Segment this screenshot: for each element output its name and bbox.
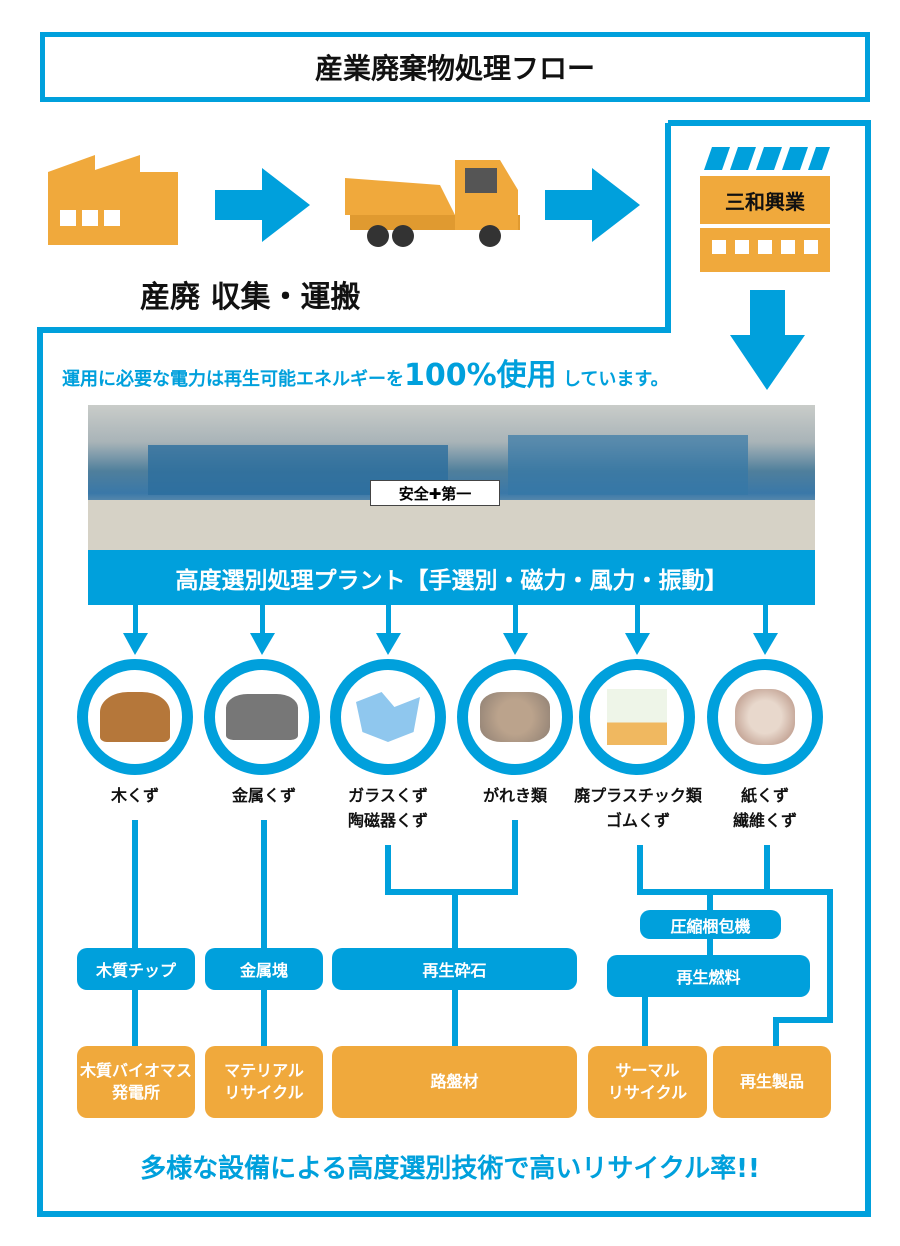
energy-prefix: 運用に必要な電力は再生可能エネルギーを bbox=[62, 369, 404, 390]
company-name: 三和興業 bbox=[725, 189, 805, 214]
material-label: 木くず bbox=[110, 786, 159, 805]
roadbed-material-box: 路盤材 bbox=[332, 1046, 577, 1118]
plant-photo bbox=[88, 405, 815, 552]
safety-sign: 安全✚第一 bbox=[370, 480, 500, 506]
material-label: ガラスくず陶磁器くず bbox=[347, 786, 428, 830]
glass-shards-icon bbox=[330, 659, 446, 775]
renewable-energy-note: 運用に必要な電力は再生可能エネルギーを100%使用 しています。 bbox=[62, 350, 669, 394]
metal-scrap-icon bbox=[204, 659, 320, 775]
factory-icon bbox=[48, 155, 178, 245]
metal-lump-box: 金属塊 bbox=[205, 948, 323, 990]
outer-frame bbox=[37, 120, 871, 1217]
paper-waste-icon bbox=[707, 659, 823, 775]
plant-output-arrows bbox=[123, 605, 778, 655]
arrow-down-icon bbox=[503, 605, 528, 655]
wood-chips-icon bbox=[77, 659, 193, 775]
material-recycle-box: マテリアル リサイクル bbox=[205, 1046, 323, 1118]
baler-box: 圧縮梱包機 bbox=[640, 910, 781, 939]
arrow-down-icon bbox=[730, 290, 805, 390]
collection-transport-label: 産廃 収集・運搬 bbox=[140, 280, 361, 315]
truck-icon bbox=[345, 160, 520, 247]
page-title: 産業廃棄物処理フロー bbox=[40, 32, 870, 102]
recycled-crushed-stone-box: 再生砕石 bbox=[332, 948, 577, 990]
plastic-waste-icon bbox=[579, 659, 695, 775]
arrow-down-icon bbox=[250, 605, 275, 655]
arrow-down-icon bbox=[123, 605, 148, 655]
energy-highlight: 100%使用 bbox=[404, 358, 557, 393]
arrow-right-icon bbox=[545, 168, 640, 242]
material-label: 金属くず bbox=[231, 786, 296, 805]
arrow-down-icon bbox=[753, 605, 778, 655]
wood-chip-box: 木質チップ bbox=[77, 948, 195, 990]
material-label: がれき類 bbox=[482, 786, 547, 805]
material-label: 紙くず繊維くず bbox=[732, 786, 797, 830]
material-label: 廃プラスチック類ゴムくず bbox=[574, 786, 702, 830]
recycled-products-box: 再生製品 bbox=[713, 1046, 831, 1118]
footer-tagline: 多様な設備による高度選別技術で高いリサイクル率!! bbox=[140, 1154, 760, 1184]
plant-banner: 高度選別処理プラント【手選別・磁力・風力・振動】 bbox=[88, 550, 815, 605]
biomass-power-box: 木質バイオマス 発電所 bbox=[77, 1046, 195, 1118]
recycled-fuel-box: 再生燃料 bbox=[607, 955, 810, 997]
arrow-down-icon bbox=[376, 605, 401, 655]
company-building-icon bbox=[700, 147, 830, 272]
arrow-right-icon bbox=[215, 168, 310, 242]
thermal-recycle-box: サーマル リサイクル bbox=[588, 1046, 707, 1118]
rubble-icon bbox=[457, 659, 573, 775]
energy-suffix: しています。 bbox=[562, 369, 669, 390]
arrow-down-icon bbox=[625, 605, 650, 655]
